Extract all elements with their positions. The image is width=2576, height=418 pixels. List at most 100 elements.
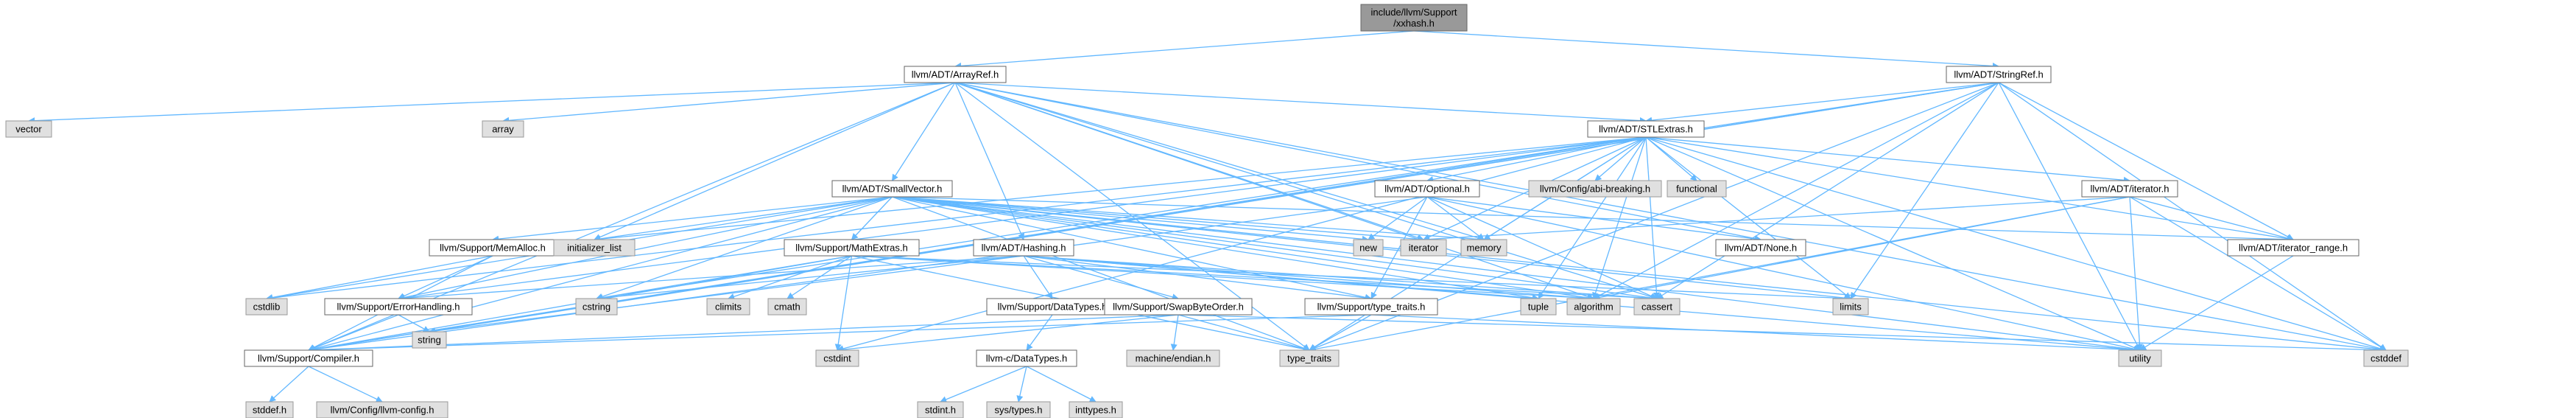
file-node-typetraits_h[interactable]: llvm/Support/type_traits.h: [1304, 298, 1438, 316]
system-header-node-iterator: iterator: [1400, 239, 1447, 257]
include-edge: [1850, 82, 1999, 299]
file-node-memalloc[interactable]: llvm/Support/MemAlloc.h: [429, 239, 557, 257]
include-edge-typetraits_h-to-utility: [1370, 314, 2141, 354]
node-label: initializer_list: [567, 243, 622, 254]
include-edge-arrayref-to-stlextras: [954, 82, 1647, 125]
include-edge: [892, 196, 1594, 302]
node-box: [1360, 4, 1468, 32]
node-label: stddef.h: [253, 405, 286, 416]
file-node-iterator_h[interactable]: llvm/ADT/iterator.h: [2081, 180, 2178, 198]
include-edge-cdatatypes-to-stdint: [940, 366, 1027, 403]
node-box: [1946, 66, 2052, 83]
file-node-datatypes[interactable]: llvm/Support/DataTypes.h: [986, 298, 1119, 316]
include-edge-stlextras-to-iterator_h: [1645, 136, 2130, 184]
node-label: utility: [2129, 353, 2151, 364]
include-edge-stringref-to-cstring: [596, 82, 1999, 302]
node-box: [1528, 180, 1662, 198]
include-edge: [2129, 196, 2143, 351]
include-edge-stringref-to-cstddef: [1998, 82, 2387, 351]
include-edge: [954, 82, 1647, 125]
include-edge-stringref-to-string: [429, 82, 1999, 335]
include-edge-stlextras-to-cstddef: [1645, 136, 2387, 352]
node-box: [2118, 349, 2162, 367]
file-node-hashing[interactable]: llvm/ADT/Hashing.h: [973, 239, 1074, 257]
node-box: [1667, 180, 1727, 198]
file-node-stlextras[interactable]: llvm/ADT/STLExtras.h: [1587, 120, 1705, 138]
include-edge-stringref-to-stlextras: [1645, 82, 1999, 124]
include-edge-memalloc-to-errhandling: [398, 255, 493, 299]
file-node-arrayref[interactable]: llvm/ADT/ArrayRef.h: [904, 66, 1007, 83]
include-edge-stlextras-to-iterrange: [1645, 136, 2294, 243]
include-edge: [892, 196, 1424, 243]
include-edge: [1426, 196, 1762, 243]
node-box: [1400, 239, 1447, 257]
include-edge: [398, 196, 893, 301]
include-edge-arrayref-to-array: [502, 82, 956, 124]
include-edge: [1026, 366, 1097, 403]
include-edge-hashing-to-errhandling: [398, 255, 1024, 302]
system-header-node-limits: limits: [1832, 298, 1869, 316]
include-edge-mathextras-to-algorithm: [851, 255, 1594, 302]
node-label: cstddef: [2371, 353, 2401, 364]
include-edge: [892, 196, 1369, 243]
include-edge: [269, 366, 309, 403]
include-edge-iterrange-to-utility: [2139, 255, 2294, 351]
include-edge: [1370, 196, 1428, 299]
node-box: [1104, 298, 1253, 316]
node-label: memory: [1467, 243, 1502, 254]
file-node-optional[interactable]: llvm/ADT/Optional.h: [1374, 180, 1480, 198]
file-node-iterrange[interactable]: llvm/ADT/iterator_range.h: [2227, 239, 2359, 257]
include-edge-arrayref-to-cstddef: [954, 82, 2387, 352]
node-label: llvm/Support/SwapByteOrder.h: [1113, 302, 1244, 313]
include-edge: [954, 82, 1594, 300]
include-edge: [1178, 314, 1310, 352]
include-edge: [1998, 82, 2294, 240]
include-edge: [2139, 255, 2294, 351]
file-node-errhandling[interactable]: llvm/Support/ErrorHandling.h: [324, 298, 473, 316]
include-edge-stringref-to-cassert: [1656, 82, 1999, 299]
file-node-mathextras[interactable]: llvm/Support/MathExtras.h: [784, 239, 920, 257]
node-box: [575, 298, 618, 316]
include-edge-errhandling-to-compiler: [308, 314, 399, 352]
include-edge: [1645, 136, 1851, 299]
include-edge: [266, 136, 1647, 302]
file-node-root[interactable]: include/llvm/Support/xxhash.h: [1360, 4, 1468, 32]
include-edge: [266, 255, 493, 301]
include-edge: [892, 196, 1372, 301]
node-box: [245, 298, 288, 316]
file-node-none[interactable]: llvm/ADT/None.h: [1715, 239, 1806, 257]
file-node-smallvector[interactable]: llvm/ADT/SmallVector.h: [831, 180, 953, 198]
node-box: [2227, 239, 2359, 257]
node-label: iterator: [1409, 243, 1439, 254]
include-edge: [2129, 196, 2294, 242]
system-header-node-cstddef: cstddef: [2363, 349, 2409, 367]
node-label: cassert: [1641, 302, 1672, 313]
node-label: cstdlib: [253, 302, 281, 313]
include-edge: [892, 196, 2141, 353]
file-node-compiler[interactable]: llvm/Support/Compiler.h: [244, 349, 373, 367]
node-label: cstdint: [823, 353, 851, 364]
include-edge-smallvector-to-cstddef: [892, 196, 2387, 353]
include-edge: [1594, 136, 1647, 181]
include-edge: [1023, 255, 1053, 299]
system-header-node-utility: utility: [2118, 349, 2162, 367]
include-edge: [1645, 136, 2130, 184]
include-edge: [954, 82, 1658, 300]
file-node-cdatatypes[interactable]: llvm-c/DataTypes.h: [976, 349, 1077, 367]
include-edge: [308, 196, 893, 352]
system-header-node-cassert: cassert: [1633, 298, 1681, 316]
include-edge-arrayref-to-cassert: [954, 82, 1658, 300]
include-edge: [954, 82, 2387, 352]
file-node-swapbyte[interactable]: llvm/Support/SwapByteOrder.h: [1104, 298, 1253, 316]
file-node-stringref[interactable]: llvm/ADT/StringRef.h: [1946, 66, 2052, 83]
include-edge: [429, 255, 1024, 335]
system-header-node-cmath: cmath: [767, 298, 807, 316]
include-edge: [308, 314, 399, 352]
include-edge: [1026, 314, 1053, 351]
node-label: llvm/ADT/None.h: [1725, 243, 1797, 254]
include-edge: [1645, 136, 1660, 299]
include-edge-iterator_h-to-iterrange: [2129, 196, 2294, 242]
node-box: [5, 120, 52, 138]
include-edge: [308, 314, 1372, 354]
include-edge-smallvector-to-type_traits: [892, 196, 1310, 352]
